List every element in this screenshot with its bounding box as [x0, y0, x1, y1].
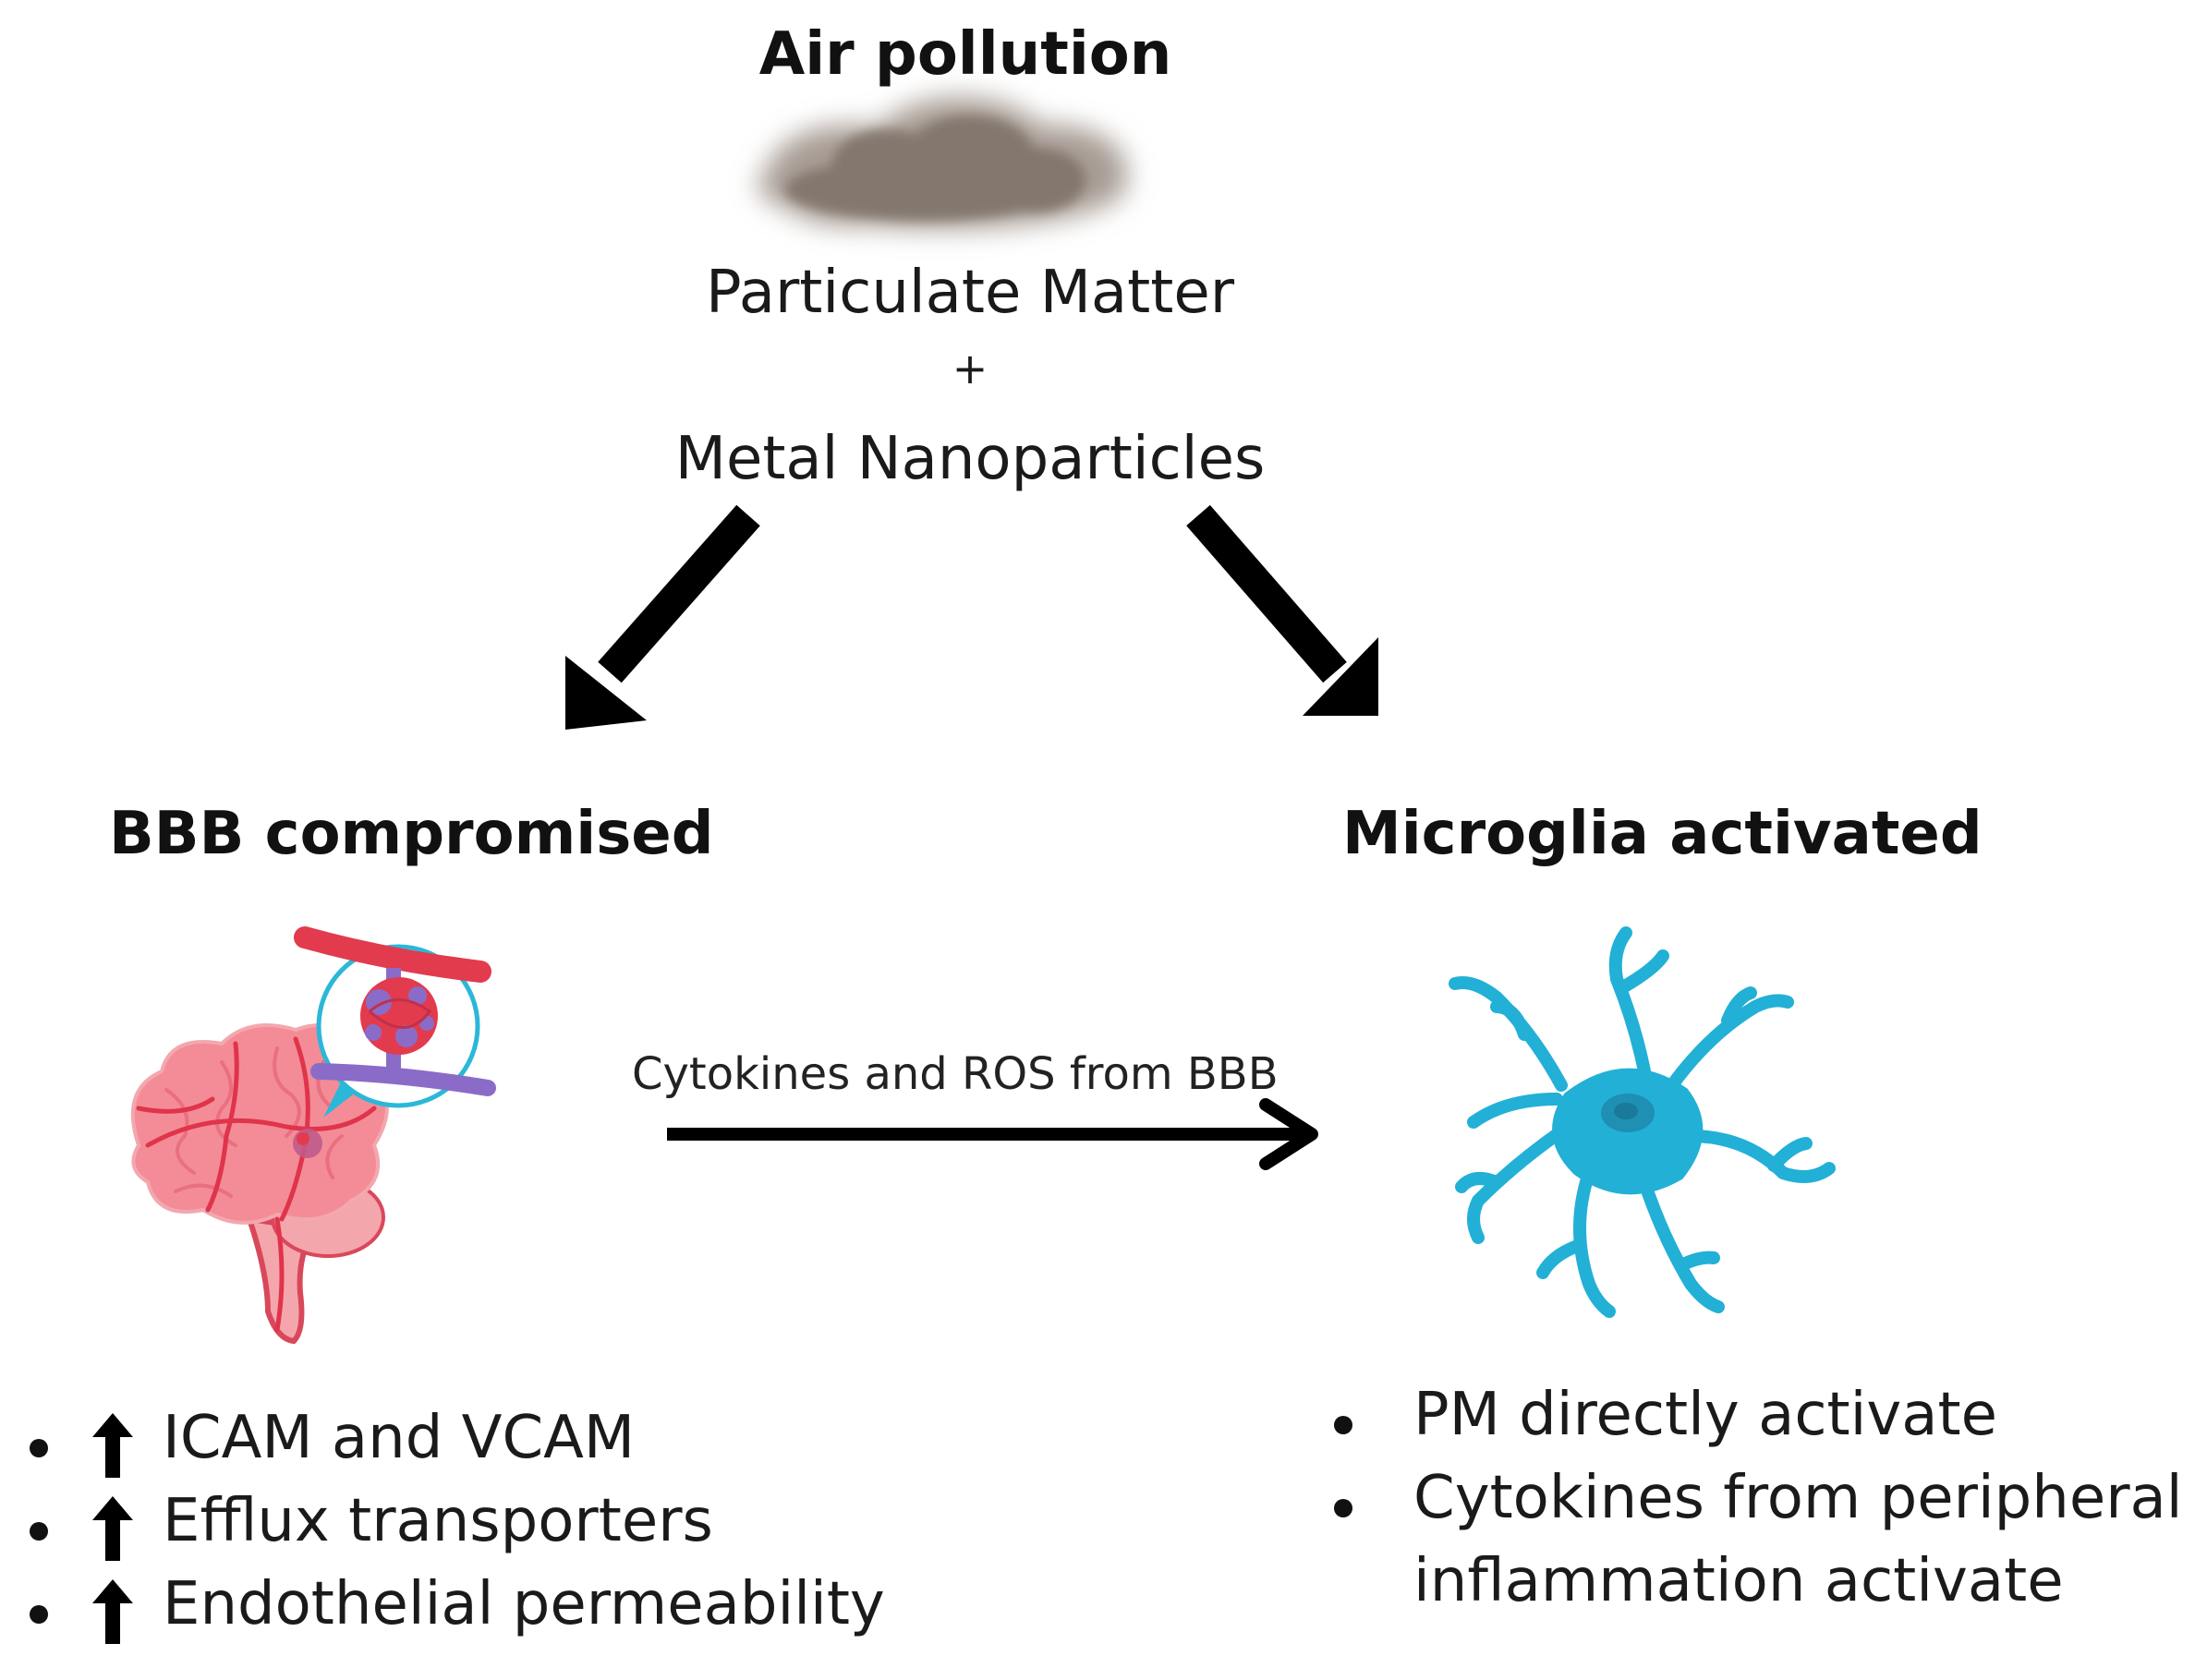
microglia-cell-icon: [1449, 926, 1836, 1318]
arrow-to-microglia: [1186, 504, 1378, 716]
air-pollution-title: Air pollution: [758, 20, 1172, 89]
bullet-dot: [30, 1605, 48, 1624]
list-item: ICAM and VCAM: [26, 1404, 885, 1487]
list-item: Efflux transporters: [26, 1487, 885, 1570]
microglia-activated-title: Microglia activated: [1342, 800, 1983, 868]
bullet-dot: [1334, 1499, 1352, 1517]
bbb-compromised-title: BBB compromised: [109, 800, 714, 868]
particulate-matter-label: Particulate Matter: [706, 259, 1234, 327]
arrow-bbb-to-microglia: [667, 1098, 1318, 1170]
metal-nanoparticles-label: Metal Nanoparticles: [674, 425, 1266, 493]
bullet-dot: [1334, 1416, 1352, 1434]
arrow-to-bbb: [565, 504, 760, 730]
plus-sign: +: [952, 344, 988, 393]
bullet-text: Endothelial permeability: [163, 1570, 885, 1638]
up-arrow-icon: [92, 1579, 133, 1644]
bbb-effects-list: ICAM and VCAM Efflux transporters Endoth…: [26, 1404, 885, 1653]
up-arrow-icon: [92, 1496, 133, 1561]
list-item: Endothelial permeability: [26, 1570, 885, 1653]
bullet-text: Efflux transporters: [163, 1487, 713, 1555]
bullet-text: PM directly activate: [1413, 1381, 1997, 1449]
bullet-dot: [30, 1522, 48, 1541]
up-arrow-icon: [92, 1413, 133, 1478]
bbb-magnified-view: [294, 926, 496, 1118]
bullet-text: ICAM and VCAM: [163, 1404, 636, 1472]
bullet-text: Cytokines from peripheral: [1413, 1464, 2183, 1532]
list-item-continuation: inflammation activate: [1330, 1547, 2183, 1630]
middle-arrow-label: Cytokines and ROS from BBB: [632, 1048, 1279, 1100]
list-item: Cytokines from peripheral: [1330, 1464, 2183, 1547]
microglia-activation-list: PM directly activate Cytokines from peri…: [1330, 1381, 2183, 1630]
bullet-text: inflammation activate: [1413, 1547, 2064, 1615]
list-item: PM directly activate: [1330, 1381, 2183, 1464]
bullet-dot: [30, 1439, 48, 1457]
smog-cloud-icon: [758, 97, 1127, 229]
